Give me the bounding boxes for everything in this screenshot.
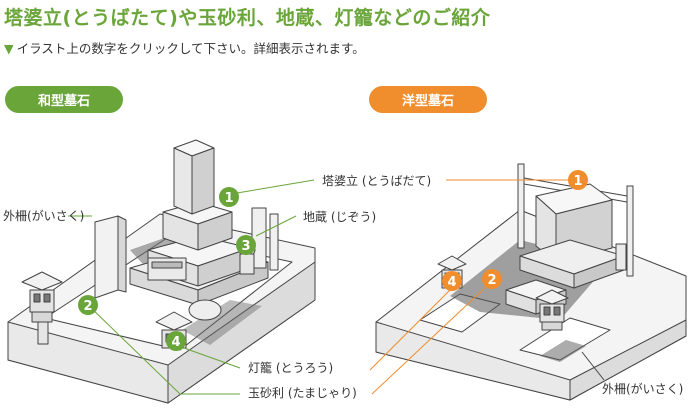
svg-text:2: 2 bbox=[83, 299, 92, 314]
marker-japanese-2[interactable]: 2 bbox=[78, 295, 98, 315]
label-outer-fence-western: 外柵(がいさく) bbox=[602, 381, 683, 396]
svg-text:1: 1 bbox=[224, 191, 233, 206]
marker-western-2[interactable]: 2 bbox=[482, 269, 502, 289]
marker-japanese-3[interactable]: 3 bbox=[236, 235, 256, 255]
svg-text:1: 1 bbox=[573, 174, 582, 189]
marker-japanese-4[interactable]: 4 bbox=[166, 331, 186, 351]
marker-western-1[interactable]: 1 bbox=[568, 170, 588, 190]
tab-japanese-grave[interactable]: 和型墓石 bbox=[5, 86, 123, 113]
svg-text:2: 2 bbox=[487, 273, 496, 288]
marker-japanese-1[interactable]: 1 bbox=[219, 187, 239, 207]
page-title: 塔婆立(とうばたて)や玉砂利、地蔵、灯籠などのご紹介 bbox=[4, 7, 491, 29]
instruction-text: ▼イラスト上の数字をクリックして下さい。詳細表示されます。 bbox=[4, 38, 365, 57]
label-jizo: 地蔵 (じぞう) bbox=[303, 210, 376, 224]
svg-text:4: 4 bbox=[171, 335, 180, 350]
instruction-label: イラスト上の数字をクリックして下さい。詳細表示されます。 bbox=[16, 41, 365, 56]
svg-text:4: 4 bbox=[447, 275, 456, 290]
label-outer-fence-japanese: 外柵(がいさく) bbox=[3, 208, 84, 223]
label-tobatate: 塔婆立 (とうばだて) bbox=[322, 173, 431, 188]
label-toro: 灯籠 (とうろう) bbox=[248, 360, 333, 375]
western-grave-illustration bbox=[375, 163, 687, 401]
japanese-grave-illustration bbox=[7, 139, 316, 404]
svg-text:3: 3 bbox=[241, 239, 250, 254]
tab-western-grave[interactable]: 洋型墓石 bbox=[369, 86, 487, 113]
triangle-down-icon: ▼ bbox=[4, 41, 14, 56]
label-tamajari: 玉砂利 (たまじゃり) bbox=[248, 386, 357, 400]
marker-western-4[interactable]: 4 bbox=[442, 271, 462, 291]
